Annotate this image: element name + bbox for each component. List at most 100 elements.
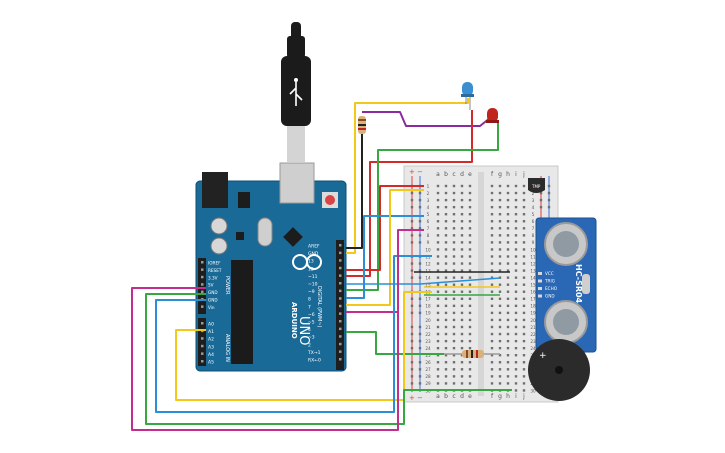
breadboard-hole[interactable] (452, 375, 456, 378)
rail-hole[interactable] (410, 269, 414, 272)
breadboard-hole[interactable] (436, 346, 440, 350)
breadboard-hole[interactable] (506, 318, 510, 322)
breadboard-hole[interactable] (498, 361, 502, 364)
breadboard-hole[interactable] (444, 191, 448, 195)
breadboard-hole[interactable] (460, 361, 464, 364)
digital-pin-hole[interactable] (339, 266, 342, 270)
breadboard-hole[interactable] (468, 339, 472, 343)
breadboard-hole[interactable] (522, 304, 526, 308)
breadboard-hole[interactable] (444, 361, 448, 364)
digital-pin-hole[interactable] (339, 282, 342, 285)
rail-hole[interactable] (410, 361, 414, 364)
breadboard-hole[interactable] (522, 220, 526, 223)
resistor-bottom[interactable] (444, 350, 500, 358)
digital-pin-hole[interactable] (339, 289, 342, 293)
breadboard-hole[interactable] (522, 346, 526, 350)
breadboard-hole[interactable] (490, 325, 494, 329)
breadboard-hole[interactable] (522, 325, 526, 329)
breadboard-hole[interactable] (506, 304, 510, 308)
breadboard-hole[interactable] (460, 227, 464, 230)
breadboard-hole[interactable] (498, 220, 502, 223)
breadboard-hole[interactable] (444, 346, 448, 350)
breadboard-hole[interactable] (444, 213, 448, 216)
breadboard-hole[interactable] (522, 227, 526, 230)
breadboard-hole[interactable] (452, 311, 456, 315)
breadboard-hole[interactable] (490, 318, 494, 322)
breadboard-hole[interactable] (490, 276, 494, 279)
breadboard-hole[interactable] (506, 234, 510, 237)
breadboard-hole[interactable] (460, 241, 464, 244)
breadboard-hole[interactable] (452, 332, 456, 336)
breadboard-hole[interactable] (522, 318, 526, 322)
breadboard-hole[interactable] (460, 346, 464, 350)
breadboard-hole[interactable] (490, 198, 494, 202)
rail-hole[interactable] (418, 375, 422, 378)
digital-pin-hole[interactable] (339, 327, 342, 331)
breadboard-hole[interactable] (506, 213, 510, 216)
rail-hole[interactable] (539, 198, 543, 202)
breadboard-hole[interactable] (444, 220, 448, 223)
breadboard-hole[interactable] (498, 191, 502, 195)
rail-hole[interactable] (410, 276, 414, 279)
breadboard-hole[interactable] (506, 191, 510, 195)
rail-hole[interactable] (410, 205, 414, 209)
breadboard-hole[interactable] (522, 368, 526, 371)
rail-hole[interactable] (418, 234, 422, 237)
rail-hole[interactable] (410, 297, 414, 300)
breadboard-hole[interactable] (452, 248, 456, 251)
rail-hole[interactable] (410, 339, 414, 343)
breadboard-hole[interactable] (506, 241, 510, 244)
rail-hole[interactable] (418, 297, 422, 300)
breadboard-hole[interactable] (460, 354, 464, 357)
breadboard-hole[interactable] (468, 304, 472, 308)
rail-hole[interactable] (410, 332, 414, 336)
breadboard-hole[interactable] (498, 318, 502, 322)
breadboard-hole[interactable] (444, 283, 448, 286)
breadboard-hole[interactable] (522, 339, 526, 343)
power-pin-hole[interactable] (201, 305, 204, 308)
breadboard-hole[interactable] (452, 276, 456, 279)
breadboard-hole[interactable] (452, 361, 456, 364)
breadboard-hole[interactable] (506, 297, 510, 300)
analog-pin-hole[interactable] (201, 360, 204, 363)
breadboard-hole[interactable] (506, 368, 510, 371)
breadboard-hole[interactable] (444, 368, 448, 371)
digital-pin-hole[interactable] (339, 274, 342, 277)
breadboard-hole[interactable] (452, 198, 456, 202)
breadboard-hole[interactable] (506, 227, 510, 230)
breadboard-hole[interactable] (436, 375, 440, 378)
breadboard-hole[interactable] (452, 382, 456, 385)
breadboard-hole[interactable] (444, 241, 448, 244)
breadboard-hole[interactable] (498, 198, 502, 202)
breadboard-hole[interactable] (468, 368, 472, 371)
breadboard-hole[interactable] (452, 325, 456, 329)
arduino-board[interactable]: ARDUINO UNO AREFGND1312~11~10~987~6~54~3… (195, 162, 347, 372)
breadboard-hole[interactable] (522, 290, 526, 293)
power-pin-hole[interactable] (201, 275, 204, 279)
breadboard-hole[interactable] (460, 318, 464, 322)
breadboard-hole[interactable] (490, 375, 494, 378)
breadboard-hole[interactable] (452, 290, 456, 293)
breadboard-hole[interactable] (522, 382, 526, 385)
breadboard-hole[interactable] (490, 227, 494, 230)
breadboard-hole[interactable] (436, 248, 440, 251)
breadboard-hole[interactable] (468, 191, 472, 195)
breadboard-hole[interactable] (452, 346, 456, 350)
rail-hole[interactable] (539, 205, 543, 209)
breadboard-hole[interactable] (506, 332, 510, 336)
breadboard-hole[interactable] (506, 262, 510, 265)
breadboard-hole[interactable] (490, 191, 494, 195)
digital-pin-hole[interactable] (339, 244, 342, 247)
breadboard-hole[interactable] (514, 227, 518, 230)
breadboard-hole[interactable] (460, 213, 464, 216)
breadboard-hole[interactable] (522, 184, 526, 188)
breadboard-hole[interactable] (514, 248, 518, 251)
breadboard-hole[interactable] (498, 205, 502, 209)
breadboard-hole[interactable] (436, 361, 440, 364)
breadboard-hole[interactable] (498, 368, 502, 371)
breadboard-hole[interactable] (460, 332, 464, 336)
breadboard-hole[interactable] (506, 375, 510, 378)
breadboard-hole[interactable] (490, 248, 494, 251)
breadboard-hole[interactable] (460, 184, 464, 188)
